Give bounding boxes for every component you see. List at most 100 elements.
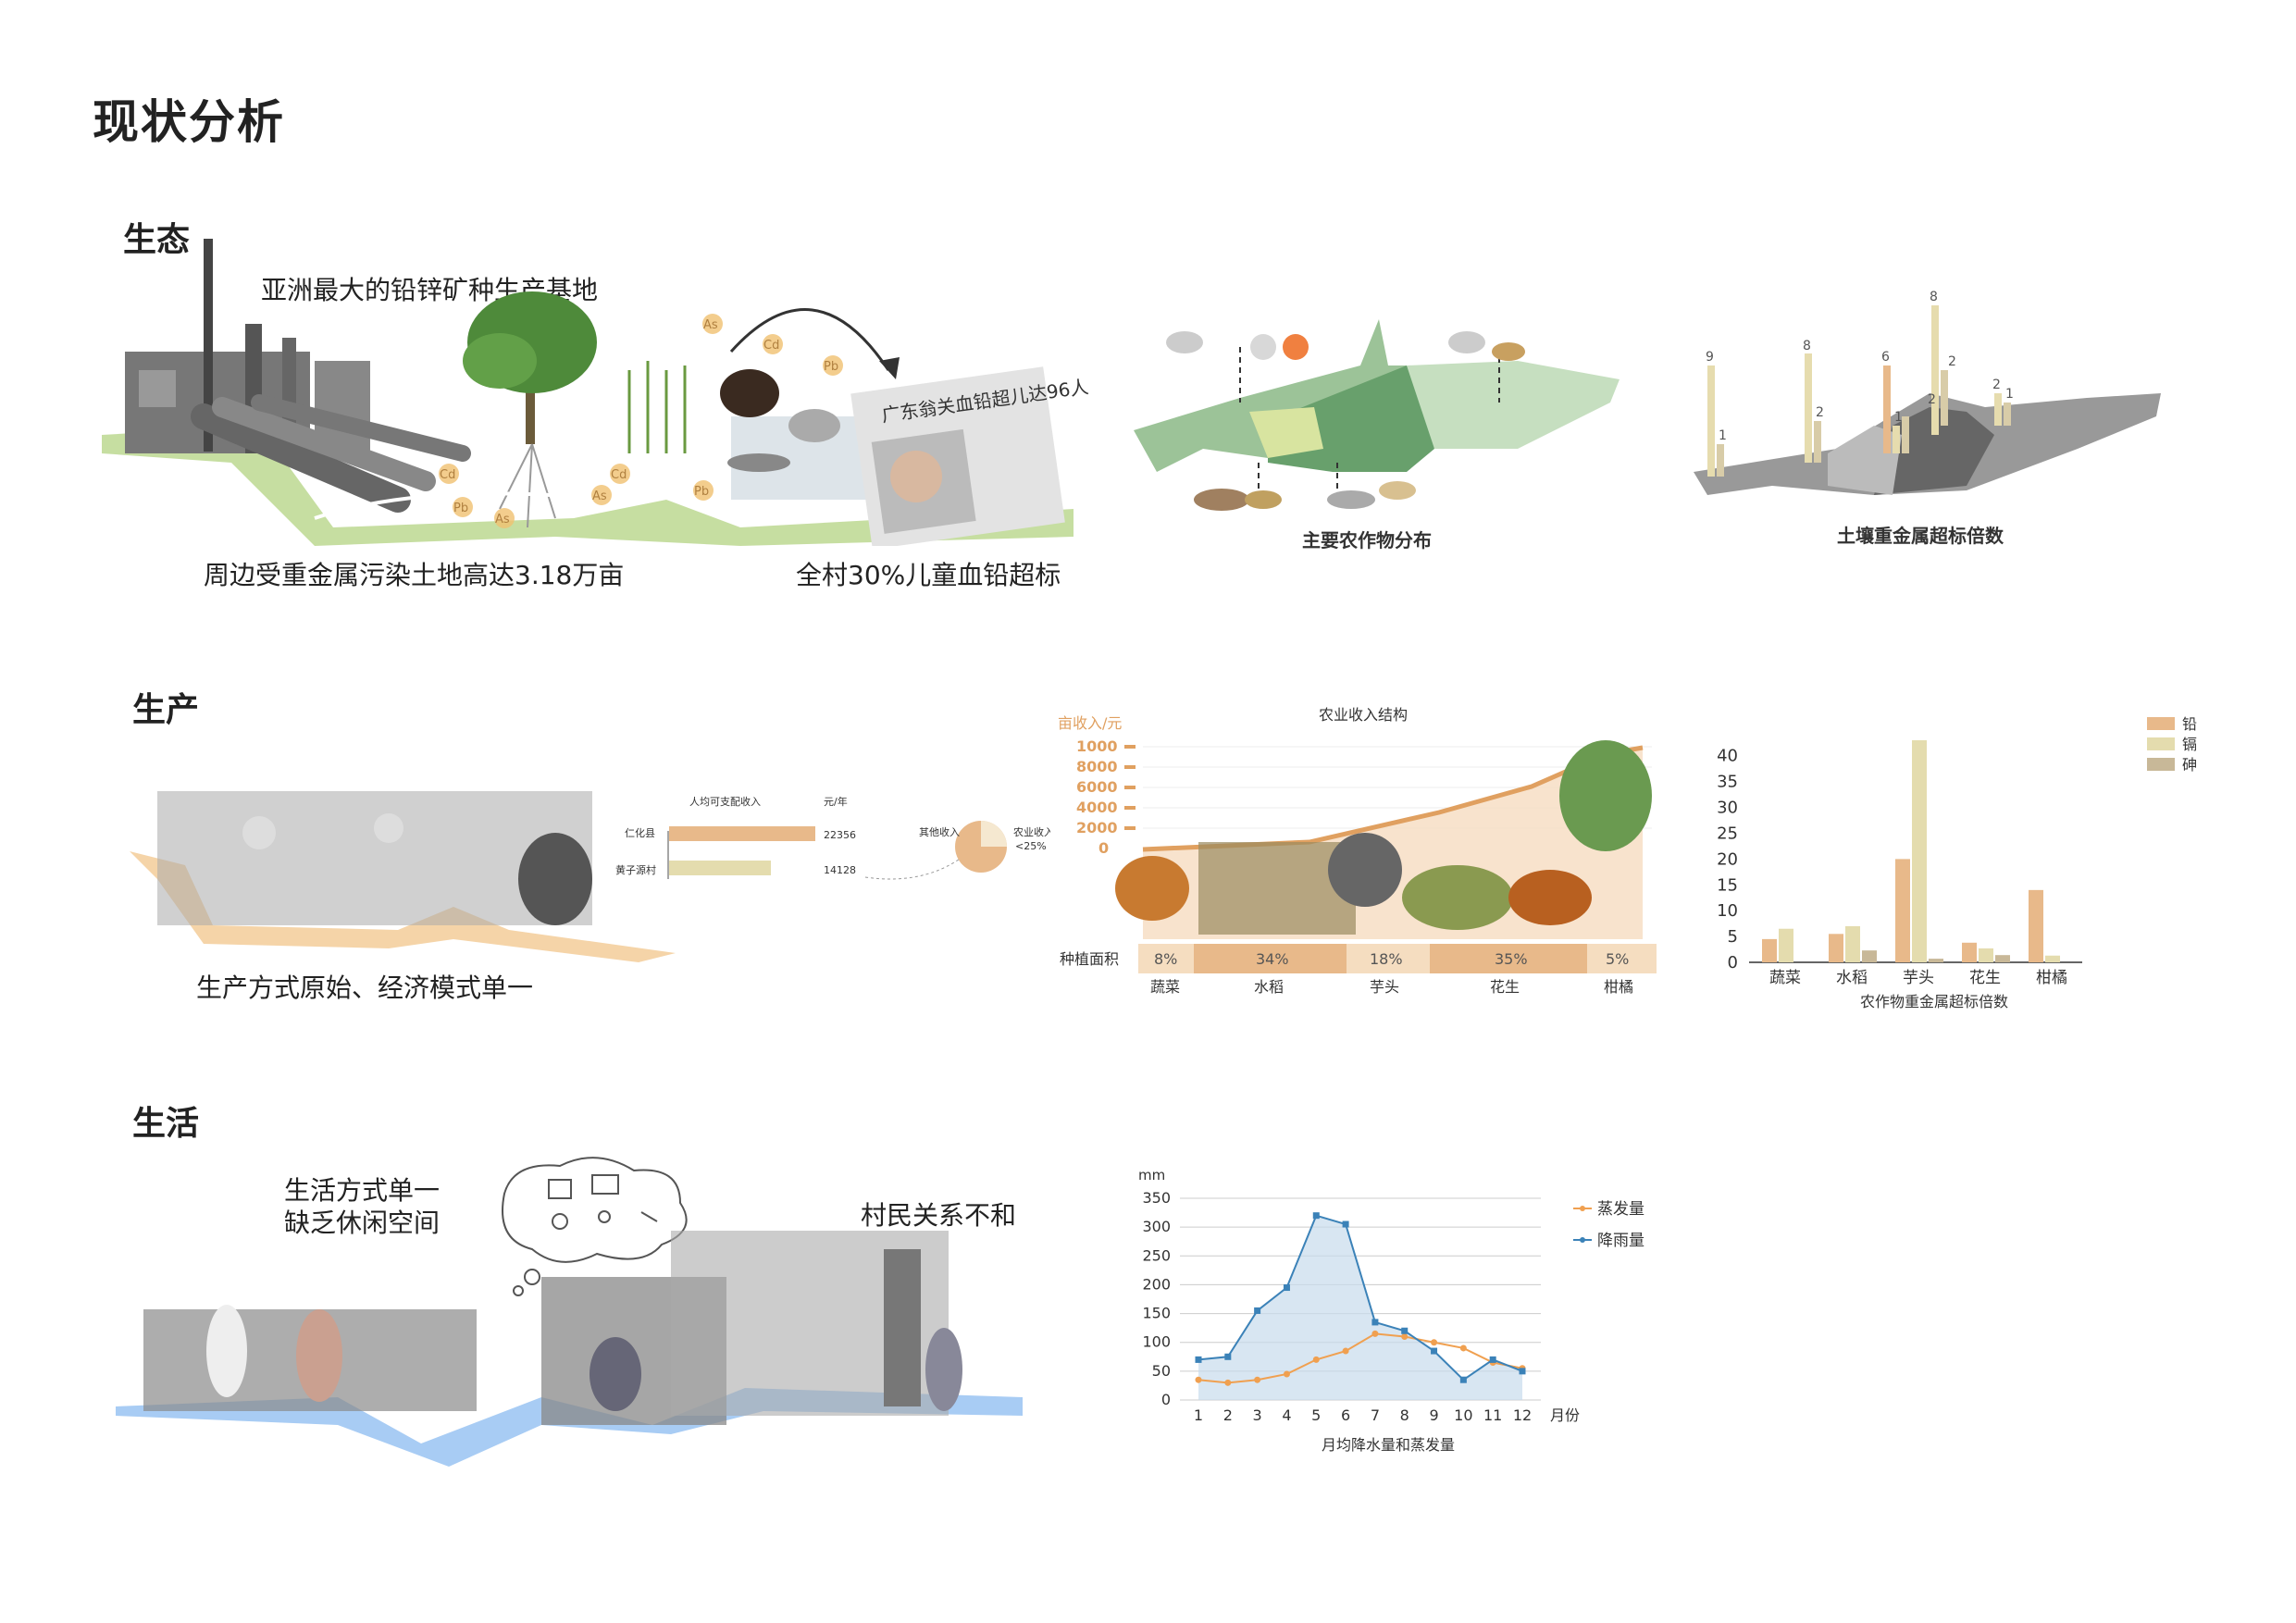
income-row-label: 黄子源村 — [615, 863, 656, 876]
legend-swatch — [2147, 717, 2175, 730]
svg-text:1000: 1000 — [1076, 737, 1118, 755]
ecology-caption-left: 周边受重金属污染土地高达3.18万亩 — [204, 560, 625, 590]
income-col2: 元/年 — [824, 795, 848, 808]
pipes-icon — [191, 394, 471, 513]
peanut-icon — [1492, 342, 1525, 361]
y-tick-label: 50 — [1152, 1362, 1171, 1380]
structure-title: 农业收入结构 — [1319, 706, 1408, 724]
thought-cloud-icon — [502, 1157, 688, 1263]
paddy-field-photo — [157, 791, 592, 925]
bar — [1779, 928, 1793, 962]
series-line — [1198, 1214, 1523, 1381]
tree-icon — [463, 291, 597, 528]
basket-icon — [518, 833, 592, 925]
svg-text:8: 8 — [1803, 339, 1811, 353]
svg-text:8: 8 — [1930, 290, 1938, 304]
x-tick-label: 2 — [1223, 1406, 1233, 1424]
pumpkin-icon — [1115, 856, 1189, 921]
svg-text:8%: 8% — [1154, 950, 1177, 968]
x-tick-label: 9 — [1429, 1406, 1438, 1424]
svg-text:18%: 18% — [1370, 950, 1403, 968]
chicken-icon — [720, 369, 779, 417]
legend-label: 降雨量 — [1597, 1232, 1644, 1250]
door-icon — [884, 1249, 921, 1406]
villager-figure — [590, 1337, 641, 1411]
ecology-caption-right: 全村30%儿童血铅超标 — [796, 560, 1061, 590]
svg-text:蔬菜: 蔬菜 — [1150, 978, 1180, 996]
svg-text:花生: 花生 — [1490, 978, 1520, 996]
svg-text:水稻: 水稻 — [1254, 978, 1284, 996]
x-axis-label: 月份 — [1550, 1406, 1580, 1424]
x-tick-label: 10 — [1454, 1406, 1472, 1424]
data-point — [1431, 1339, 1438, 1346]
data-point — [1342, 1220, 1349, 1228]
newspaper-icon: 广东翁关血铅超儿达96人 — [850, 366, 1090, 546]
element-label: As — [703, 318, 718, 332]
structure-yticks: 1000 8000 6000 4000 2000 0 — [1076, 737, 1118, 857]
section-life-heading: 生活 — [132, 1105, 200, 1143]
element-label: Pb — [824, 360, 838, 374]
rice-harvest-photo — [1198, 842, 1356, 935]
data-point — [1342, 1347, 1349, 1355]
crop-map-caption: 主要农作物分布 — [1302, 529, 1432, 551]
villager-figure — [296, 1309, 342, 1402]
bar — [1929, 959, 1943, 962]
y-tick-label: 10 — [1717, 901, 1738, 921]
farmer-hat-icon — [374, 813, 403, 843]
bar — [1895, 859, 1910, 962]
y-tick-label: 20 — [1717, 849, 1738, 869]
bar — [1762, 938, 1777, 962]
data-point — [1283, 1284, 1290, 1292]
svg-text:1: 1 — [1894, 410, 1903, 425]
ecology-collage: 广东翁关血铅超儿达96人 Cd Pb As Cd Pb As Cd Pb As — [102, 239, 1090, 546]
legend-label: 蒸发量 — [1597, 1200, 1644, 1219]
crop-icons — [1166, 331, 1525, 511]
map-region-right — [1407, 361, 1620, 449]
x-tick-label: 5 — [1311, 1406, 1321, 1424]
svg-text:2000: 2000 — [1076, 819, 1118, 836]
crop-distribution-map — [1134, 319, 1620, 511]
map-region-yellow — [1249, 407, 1323, 458]
fish-icon — [727, 453, 790, 472]
income-comparison-chart: 人均可支配收入 元/年 仁化县 22356 黄子源村 14128 其他收入 农业… — [615, 795, 1050, 880]
y-tick-label: 200 — [1142, 1275, 1171, 1293]
bar — [1979, 948, 1993, 962]
svg-text:2: 2 — [1928, 392, 1936, 407]
page-title: 现状分析 — [93, 95, 285, 149]
y-tick-label: 40 — [1717, 747, 1738, 766]
legend-swatch — [2147, 758, 2175, 771]
element-label: As — [495, 513, 510, 527]
y-tick-label: 0 — [1728, 953, 1738, 973]
pie-pct: <25% — [1015, 840, 1047, 852]
svg-text:8000: 8000 — [1076, 758, 1118, 775]
svg-text:2: 2 — [1992, 378, 2001, 392]
structure-ylabel: 亩收入/元 — [1058, 714, 1122, 732]
crop-labels: 蔬菜 水稻 芋头 花生 柑橘 — [1150, 978, 1633, 996]
svg-text:柑橘: 柑橘 — [1604, 978, 1633, 996]
pie-label-right: 农业收入 — [1013, 825, 1050, 838]
orange-basket-icon — [1508, 870, 1592, 925]
svg-text:6000: 6000 — [1076, 778, 1118, 796]
element-label: Cd — [611, 468, 627, 482]
y-tick-label: 0 — [1161, 1391, 1171, 1408]
data-point — [1224, 1353, 1232, 1360]
category-label: 水稻 — [1836, 969, 1868, 987]
bar — [2045, 955, 2060, 962]
element-label: As — [592, 489, 607, 503]
y-axis-label: mm — [1138, 1167, 1165, 1183]
bar — [1845, 925, 1860, 962]
data-point — [1254, 1376, 1261, 1383]
data-point — [1459, 1344, 1467, 1352]
taro-leaf-icon — [1328, 833, 1402, 907]
data-point — [1371, 1319, 1379, 1326]
production-ground — [130, 851, 676, 962]
data-point — [1431, 1347, 1438, 1355]
arrow-head-icon — [879, 357, 900, 379]
svg-text:1: 1 — [1719, 428, 1727, 443]
x-tick-label: 6 — [1341, 1406, 1350, 1424]
data-point — [1401, 1327, 1409, 1334]
y-tick-label: 5 — [1728, 927, 1738, 947]
category-label: 芋头 — [1903, 969, 1934, 987]
taro-icon — [1250, 334, 1276, 360]
data-point — [1519, 1368, 1526, 1375]
